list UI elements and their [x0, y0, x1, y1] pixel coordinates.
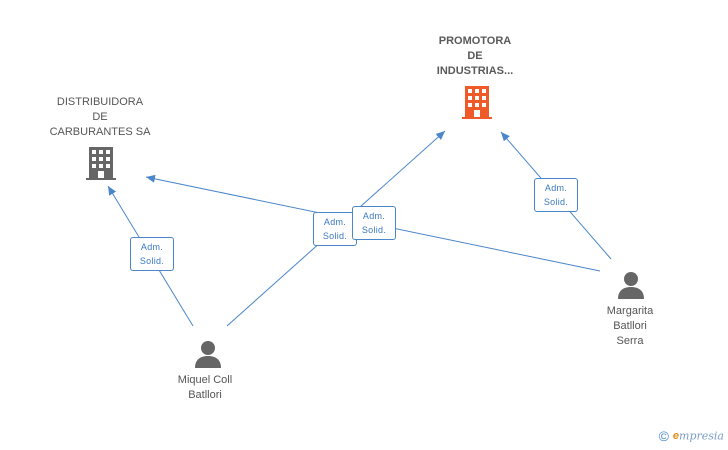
person-label-miquel[interactable]: Miquel Coll Batllori — [155, 373, 255, 403]
company-label-promotora[interactable]: PROMOTORA DE INDUSTRIAS... — [415, 34, 535, 79]
brand-logo-initial: e — [672, 429, 680, 442]
edge-badge-miquel-promotora[interactable]: Adm. Solid. — [313, 212, 357, 246]
badge-role: Adm. — [140, 242, 164, 252]
person-label-line: Batllori — [188, 389, 222, 401]
badge-role-type: Solid. — [139, 256, 165, 266]
badge-role-type: Solid. — [361, 225, 387, 235]
copyright-symbol: © — [658, 428, 669, 444]
edge-badge-miquel-distribuidora[interactable]: Adm. Solid. — [130, 237, 174, 271]
company-label-line: DE — [467, 50, 483, 62]
company-label-line: INDUSTRIAS... — [436, 65, 514, 77]
company-label-line: DISTRIBUIDORA — [56, 96, 144, 108]
brand-logo-text: mpresia — [679, 429, 724, 443]
company-label-line: PROMOTORA — [438, 35, 512, 47]
badge-role-type: Solid. — [543, 197, 569, 207]
company-label-distribuidora[interactable]: DISTRIBUIDORA DE CARBURANTES SA — [40, 95, 160, 140]
building-icon[interactable] — [462, 84, 492, 120]
company-label-line: CARBURANTES SA — [49, 126, 151, 138]
badge-role-type: Solid. — [322, 231, 348, 241]
person-label-line: Margarita — [606, 305, 654, 317]
person-icon[interactable] — [616, 270, 646, 300]
badge-role: Adm. — [323, 217, 347, 227]
building-icon[interactable] — [86, 145, 116, 181]
person-label-line: Miquel Coll — [177, 374, 233, 386]
person-label-margarita[interactable]: Margarita Batllori Serra — [580, 304, 680, 349]
person-icon[interactable] — [193, 339, 223, 369]
badge-role: Adm. — [544, 183, 568, 193]
footer-brand[interactable]: ©empresia — [659, 428, 724, 444]
edge-badge-margarita-promotora[interactable]: Adm. Solid. — [534, 178, 578, 212]
edge-badge-margarita-distribuidora[interactable]: Adm. Solid. — [352, 206, 396, 240]
person-label-line: Batllori — [613, 320, 647, 332]
person-label-line: Serra — [616, 335, 644, 347]
company-label-line: DE — [92, 111, 108, 123]
badge-role: Adm. — [362, 211, 386, 221]
